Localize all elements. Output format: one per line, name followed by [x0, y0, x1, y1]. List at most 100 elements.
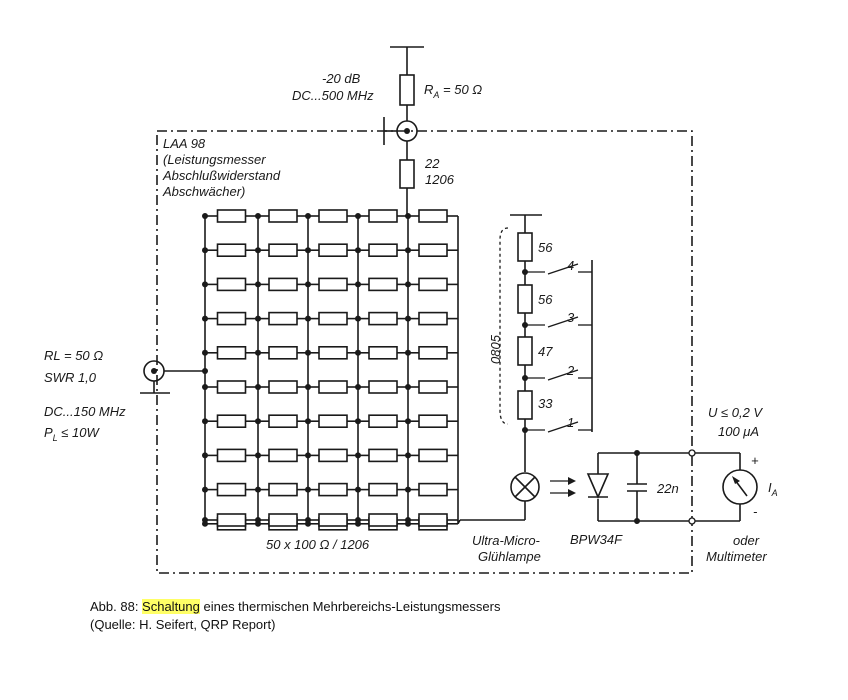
junction-dot	[355, 247, 361, 254]
junction-dot	[355, 315, 361, 322]
array-resistor	[216, 345, 247, 360]
label-array: 50 x 100 Ω / 1206	[266, 537, 370, 552]
array-resistor	[418, 482, 448, 497]
junction-dot	[305, 213, 311, 219]
junction-dot	[355, 281, 361, 288]
junction-dot	[405, 486, 411, 493]
label-capacitor: 22n	[656, 481, 679, 496]
junction-dot	[202, 517, 208, 523]
array-resistor	[368, 482, 398, 497]
label-minus: -	[753, 504, 758, 519]
array-resistor	[268, 277, 298, 292]
label-lamp-2: Glühlampe	[478, 549, 541, 564]
array-resistor	[318, 414, 348, 429]
array-resistor	[268, 414, 298, 429]
array-resistor	[318, 513, 348, 527]
resistor-56a	[517, 232, 533, 262]
junction-dot	[255, 517, 261, 523]
label-switch-1: 1	[567, 415, 574, 430]
junction-dot	[405, 452, 411, 459]
array-resistor	[368, 209, 398, 223]
array-resistor	[418, 414, 448, 429]
junction-dot	[355, 418, 361, 425]
junction-dot	[202, 349, 208, 356]
array-resistor	[418, 209, 448, 223]
array-resistor	[318, 448, 348, 463]
array-resistor	[418, 448, 448, 463]
junction-dot	[202, 315, 208, 322]
array-resistor	[318, 380, 348, 394]
junction-dot	[305, 452, 311, 459]
junction-dot	[405, 418, 411, 425]
junction-dot	[202, 452, 208, 459]
array-resistor	[268, 345, 298, 360]
array-resistor	[216, 380, 247, 394]
junction-dot	[255, 349, 261, 356]
junction-dot	[405, 517, 411, 523]
label-r22: 22	[424, 156, 440, 171]
array-resistor	[418, 345, 448, 360]
array-resistor	[368, 345, 398, 360]
light-arrows	[550, 477, 576, 497]
array-resistor	[368, 448, 398, 463]
label-voltage: U ≤ 0,2 V	[708, 405, 763, 420]
array-resistor	[418, 243, 448, 257]
caption-line-2: (Quelle: H. Seifert, QRP Report)	[90, 617, 276, 632]
junction-dot	[405, 315, 411, 322]
schematic-diagram: -20 dB DC...500 MHz RA = 50 Ω LAA 98 (Le…	[44, 46, 778, 574]
label-switch-4: 4	[567, 258, 574, 273]
caption-line-1: Abb. 88: Schaltung eines thermischen Meh…	[90, 599, 501, 614]
lamp	[460, 472, 540, 521]
module-enclosure	[156, 130, 693, 574]
resistor-47	[517, 336, 533, 366]
array-resistor	[318, 209, 348, 223]
junction-dot	[405, 384, 411, 390]
label-laa4: Abschwächer)	[162, 184, 245, 199]
label-ra: RA = 50 Ω	[424, 82, 482, 100]
array-resistor	[368, 380, 398, 394]
label-r33: 33	[538, 396, 553, 411]
input-connector	[140, 360, 205, 394]
junction-dot	[255, 213, 261, 219]
junction-dot	[355, 349, 361, 356]
junction-dot	[255, 486, 261, 493]
ammeter-symbol	[722, 469, 758, 505]
label-oder: oder	[733, 533, 760, 548]
array-resistor	[368, 414, 398, 429]
junction-dot	[305, 281, 311, 288]
label-rl: RL = 50 Ω	[44, 348, 103, 363]
label-freq-in: DC...150 MHz	[44, 404, 126, 419]
array-resistor	[318, 482, 348, 497]
array-resistor	[318, 311, 348, 326]
array-resistor	[268, 380, 298, 394]
attenuator-top	[383, 46, 424, 216]
junction-dot	[305, 349, 311, 356]
resistor-33	[517, 390, 533, 420]
junction-dot	[255, 418, 261, 425]
junction-dot	[355, 486, 361, 493]
detector-circuit	[586, 449, 758, 525]
array-resistor	[368, 513, 398, 527]
array-resistor	[418, 311, 448, 326]
array-resistor	[216, 448, 247, 463]
label-package: 0805	[488, 334, 503, 364]
junction-dot	[255, 384, 261, 390]
junction-dot	[355, 452, 361, 459]
junction-dot	[355, 384, 361, 390]
caption-highlight: Schaltung	[142, 599, 200, 614]
array-resistor	[268, 209, 298, 223]
junction-dot	[202, 418, 208, 425]
junction-dot	[202, 486, 208, 493]
range-switch-ladder	[499, 214, 593, 472]
array-resistor	[368, 311, 398, 326]
label-r56a: 56	[538, 240, 553, 255]
array-resistor	[318, 277, 348, 292]
array-resistor	[216, 277, 247, 292]
junction-dot	[255, 315, 261, 322]
junction-dot	[405, 281, 411, 288]
label-plus: +	[751, 453, 759, 468]
label-attenuation: -20 dB	[322, 71, 361, 86]
label-r56b: 56	[538, 292, 553, 307]
array-resistor	[216, 209, 247, 223]
resistor-ra	[399, 74, 415, 106]
